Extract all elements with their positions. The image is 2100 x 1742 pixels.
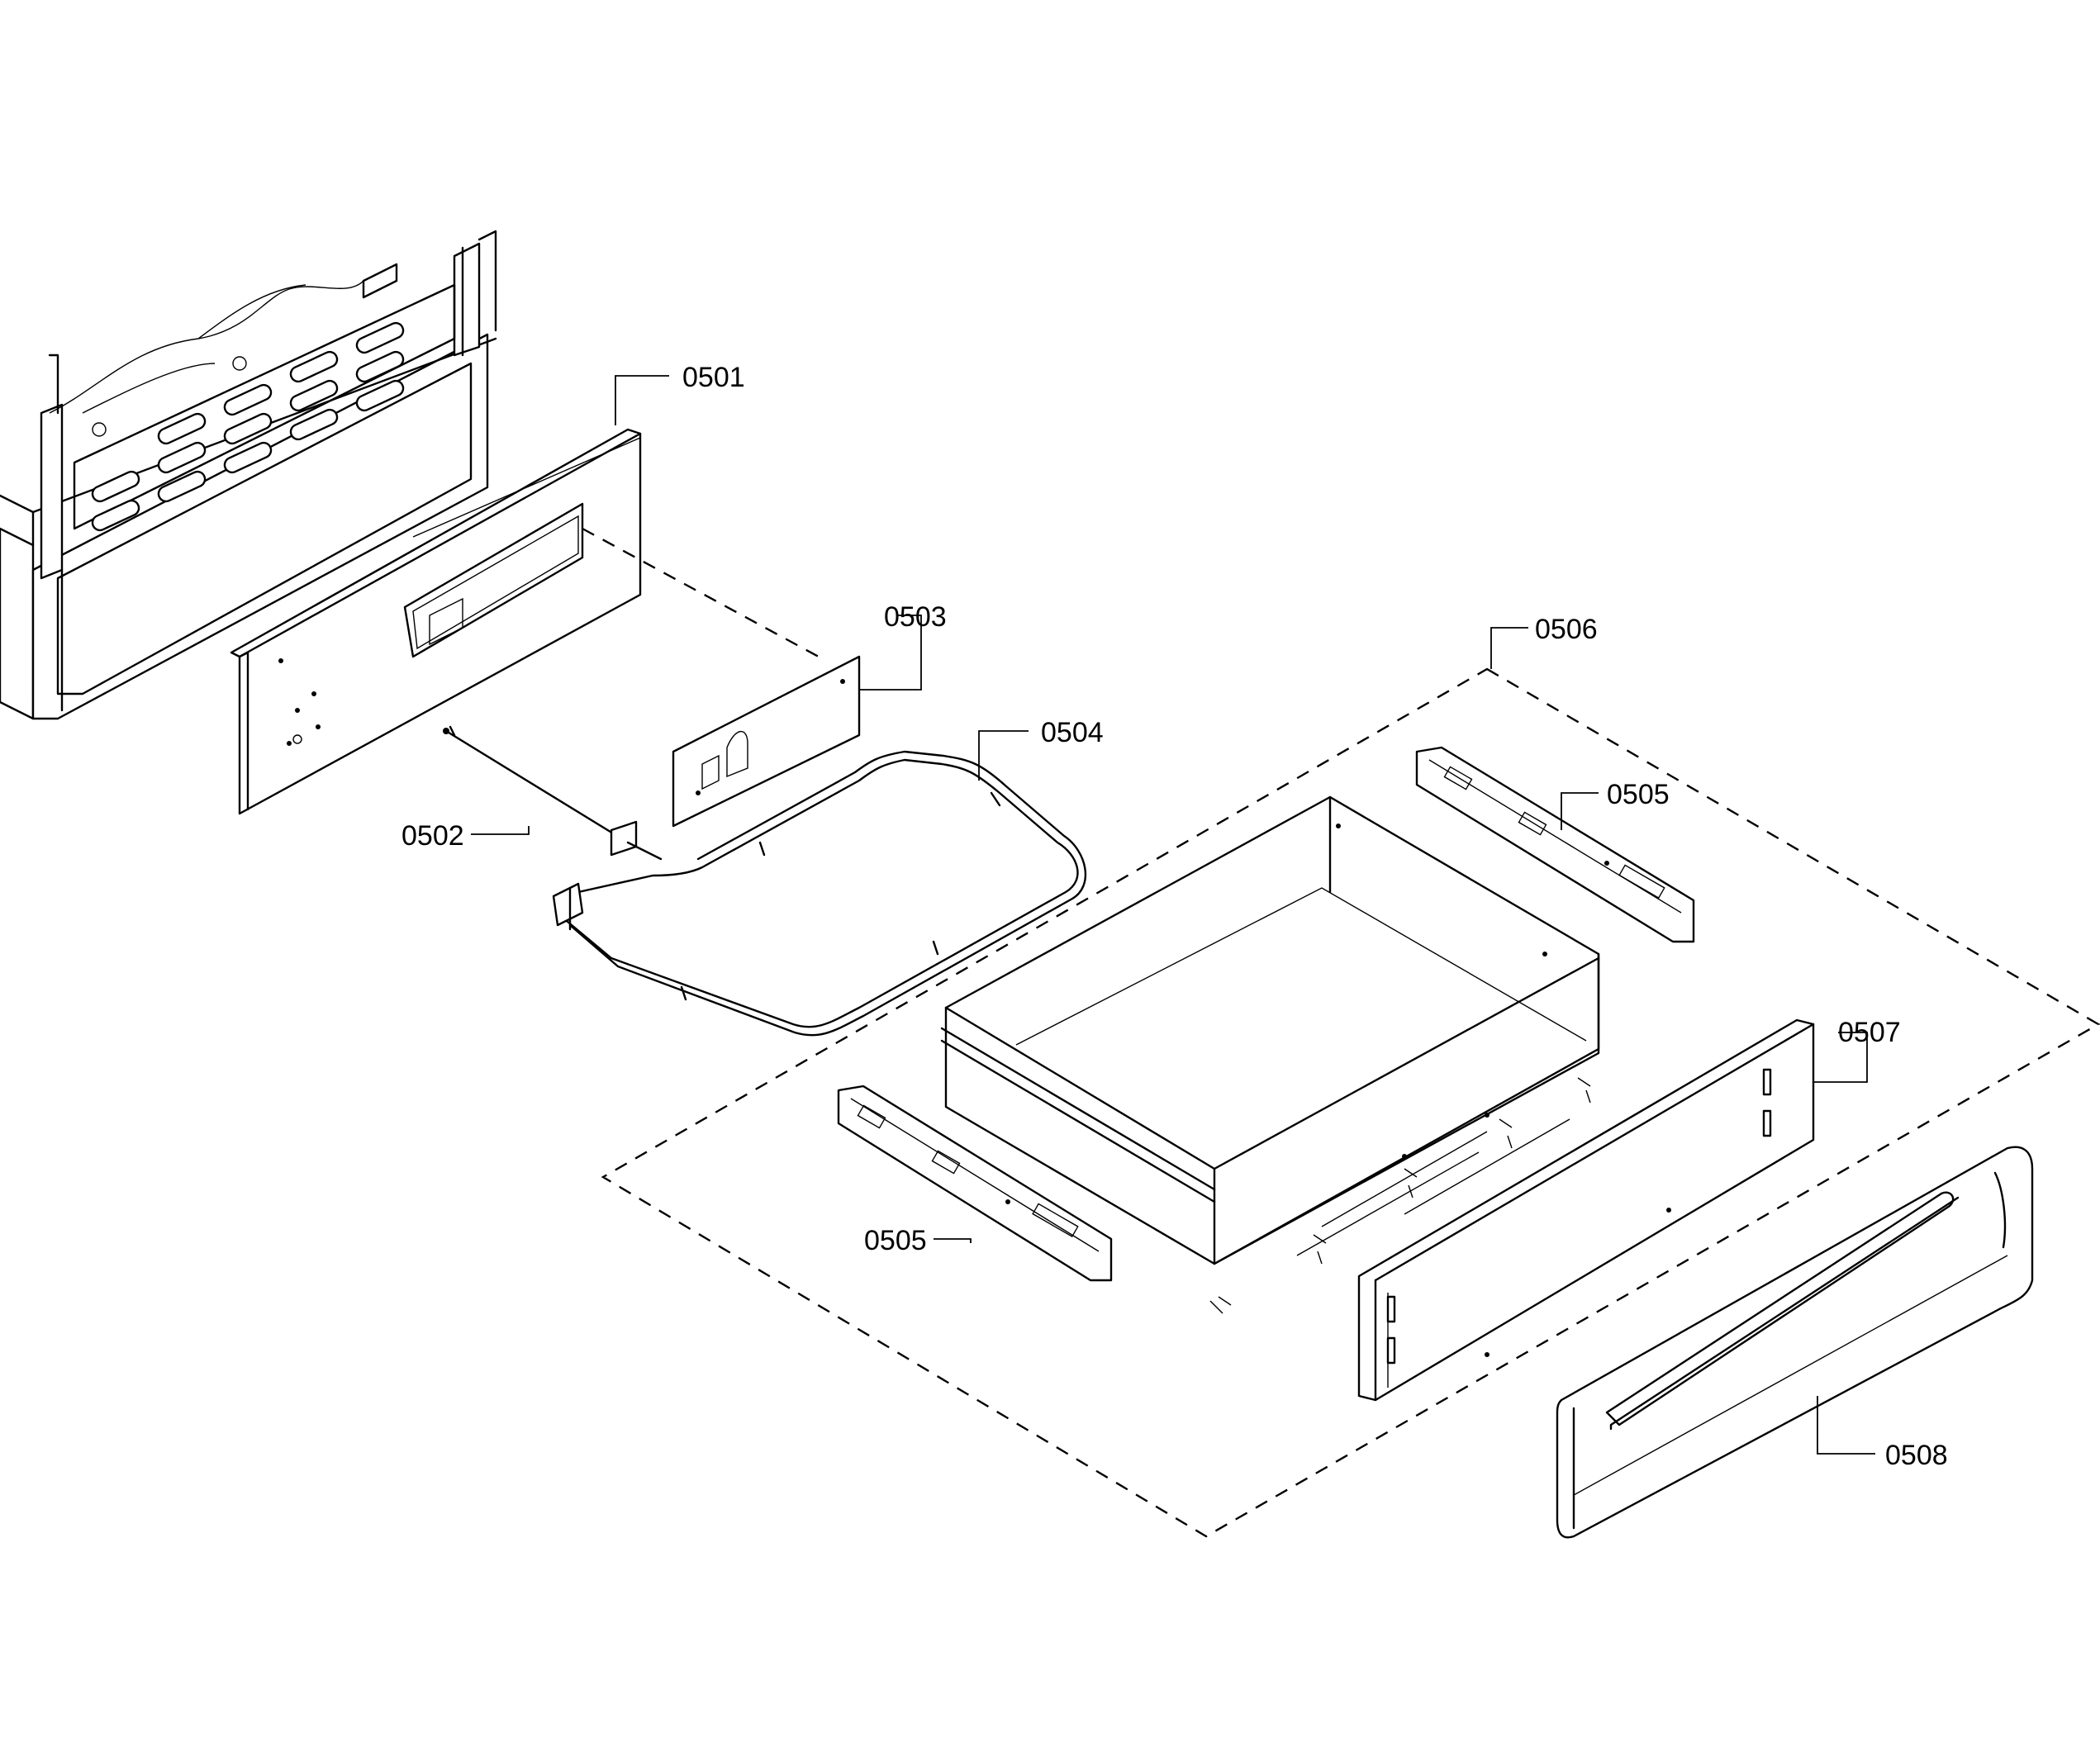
slide-rail-lower-0505 <box>837 1085 1113 1282</box>
callout-0506: 0506 <box>1535 614 1598 645</box>
callout-0507: 0507 <box>1838 1017 1901 1048</box>
leader-lines <box>471 375 1875 1455</box>
drawer-assembly-boundary-0506 <box>601 667 2100 1538</box>
heating-element-0504 <box>552 750 1086 1037</box>
inner-drawer-front-0507 <box>1357 1018 1815 1402</box>
callout-labels: 0501 0502 0503 0504 0505 0505 0506 0507 … <box>401 362 1948 1471</box>
vent-slots <box>91 321 405 532</box>
outer-drawer-panel-0508 <box>1556 1146 2034 1539</box>
callout-0505-upper: 0505 <box>1607 779 1670 810</box>
callout-0501: 0501 <box>682 362 745 393</box>
callout-0505-lower: 0505 <box>864 1225 927 1256</box>
oven-cavity <box>0 230 497 720</box>
callout-0502: 0502 <box>401 820 464 852</box>
front-panel-0501 <box>230 428 642 815</box>
callout-0503: 0503 <box>884 601 947 633</box>
slide-rail-upper-0505 <box>1415 746 1695 943</box>
cover-plate-0503 <box>672 655 861 828</box>
callout-0504: 0504 <box>1041 717 1104 748</box>
callout-0508: 0508 <box>1885 1440 1948 1471</box>
sensor-0502 <box>443 725 663 861</box>
drawer-box <box>940 795 1600 1314</box>
